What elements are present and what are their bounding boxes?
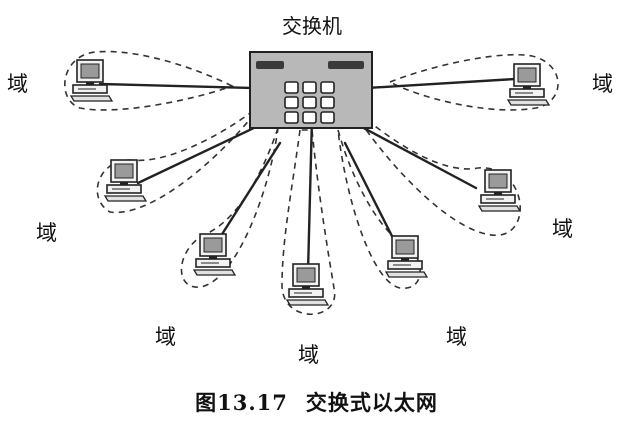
- computer-icon: [286, 263, 329, 306]
- switch-port: [302, 96, 317, 109]
- switch-port: [284, 81, 299, 94]
- computer-icon: [104, 159, 147, 202]
- domain-label: 域: [36, 221, 57, 245]
- switch-ports: [284, 81, 335, 124]
- cable-low-left: [210, 141, 282, 252]
- switch-port: [320, 81, 335, 94]
- domain-label: 域: [552, 217, 573, 241]
- figure-caption: 图13.17 交换式以太网: [0, 387, 633, 417]
- domain-label: 域: [298, 343, 319, 367]
- domain-outline-mid-right: [349, 105, 521, 236]
- switch-port: [284, 96, 299, 109]
- figure-number: 图13.17: [195, 390, 288, 415]
- figure-title: 交换式以太网: [305, 390, 438, 415]
- switch-device: [249, 51, 373, 129]
- domain-outline-low-left: [180, 127, 279, 288]
- domain-label: 域: [7, 72, 28, 96]
- cable-bottom-center: [306, 116, 314, 274]
- switch-port: [302, 81, 317, 94]
- domain-outline-mid-left: [96, 103, 263, 214]
- domain-label: 域: [592, 72, 613, 96]
- switch-port: [320, 111, 335, 124]
- switch-port: [302, 111, 317, 124]
- switch-port: [284, 111, 299, 124]
- domain-labels: 域 域 域 域 域 域 域: [7, 72, 613, 367]
- domain-label: 域: [446, 325, 467, 349]
- switch-port: [320, 96, 335, 109]
- computer-icon: [478, 169, 521, 212]
- computer-icon: [507, 63, 550, 106]
- computer-icon: [193, 233, 236, 276]
- cable-low-right: [343, 141, 402, 254]
- domain-label: 域: [155, 325, 176, 349]
- switch-display-right: [328, 61, 364, 69]
- computer-icon: [70, 59, 113, 102]
- domain-outline-bottom-center: [281, 129, 336, 316]
- switch-display-left: [256, 61, 284, 69]
- switch-title: 交换机: [282, 14, 342, 38]
